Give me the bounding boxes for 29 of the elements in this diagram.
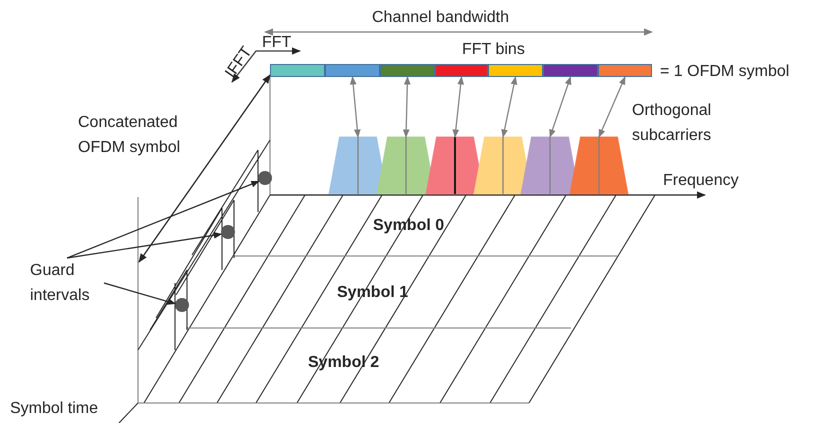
arrow [452, 76, 464, 138]
annotation-text: Orthogonal subcarriers [632, 101, 712, 146]
arrow [402, 76, 411, 138]
guard-interval-dot [258, 171, 272, 185]
fft-bin [325, 64, 380, 77]
annotation-text: Concatenated OFDM symbol [78, 113, 182, 158]
fft-bin [543, 64, 598, 77]
fft-bin [270, 64, 325, 77]
axis-label: Symbol time [10, 399, 98, 419]
subcarrier-trapezoid [570, 137, 628, 194]
arrow [104, 282, 176, 305]
bar-caption: = 1 OFDM symbol [660, 62, 790, 82]
fft-bin [598, 64, 652, 77]
arrow [66, 232, 222, 259]
fft-bin [488, 64, 543, 77]
arrow [501, 76, 518, 138]
dimension-label: Channel bandwidth [372, 8, 509, 28]
guard-interval-dot [221, 225, 235, 239]
bar-heading: FFT bins [462, 40, 525, 60]
arrow [598, 76, 626, 138]
arrow [549, 76, 572, 138]
fft-bin [380, 64, 435, 77]
axis-label: Frequency [663, 171, 739, 191]
callout-text: Guard intervals [30, 258, 104, 308]
guard-interval-dot [175, 298, 189, 312]
arrow [350, 76, 361, 138]
direction-label: FFT [262, 33, 292, 53]
arrow [66, 180, 260, 259]
fft-bin [435, 64, 488, 77]
